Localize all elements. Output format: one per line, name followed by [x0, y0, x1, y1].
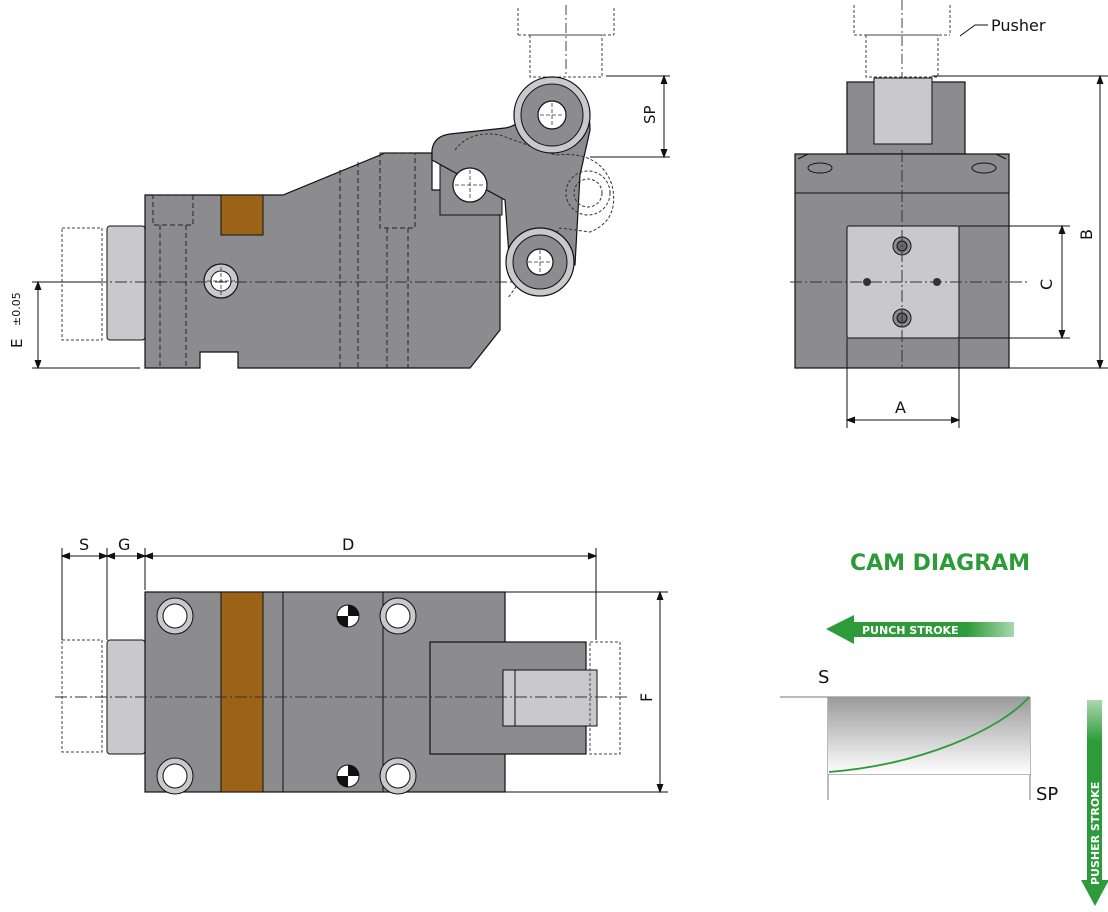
cam-diagram: CAM DIAGRAM PUNCH STROKE PUSHER STROKE S…	[780, 551, 1108, 906]
side-view: E ±0.05 SP	[8, 5, 670, 370]
punch-holder-side	[106, 225, 146, 341]
label-d: D	[342, 535, 354, 554]
dowel-markers-top	[336, 604, 360, 788]
front-pusher-block	[873, 77, 933, 145]
label-c: C	[1037, 279, 1056, 290]
punch-stroke-arrow	[826, 615, 1014, 644]
pusher-stroke-arrow	[1081, 700, 1108, 906]
cam-area	[828, 697, 1030, 774]
pusher-ghost-side	[517, 8, 615, 78]
bolt-holes-top	[156, 597, 417, 795]
label-f: F	[637, 693, 656, 702]
punch-stroke-label: PUNCH STROKE	[862, 624, 959, 637]
cam-curve	[828, 696, 1030, 773]
label-e: E	[8, 339, 26, 348]
front-view: Pusher A	[790, 0, 1108, 428]
brass-plate-side	[220, 194, 264, 236]
pusher-face-top	[502, 669, 598, 727]
top-view: S G D	[55, 535, 668, 795]
cam-sp-label: SP	[1036, 784, 1058, 805]
cam-s-label: S	[818, 667, 829, 688]
label-e-tolerance: ±0.05	[10, 292, 23, 326]
stroke-ghost-side	[61, 227, 103, 341]
label-a: A	[895, 398, 906, 417]
cam-diagram-title: CAM DIAGRAM	[850, 551, 1030, 576]
label-pusher: Pusher	[991, 16, 1046, 35]
label-s: S	[79, 535, 89, 554]
label-g: G	[118, 535, 130, 554]
pusher-stroke-label: PUSHER STROKE	[1089, 782, 1102, 885]
brass-plate-top	[220, 591, 264, 793]
label-b: B	[1077, 229, 1096, 240]
label-sp-side: SP	[641, 105, 659, 124]
